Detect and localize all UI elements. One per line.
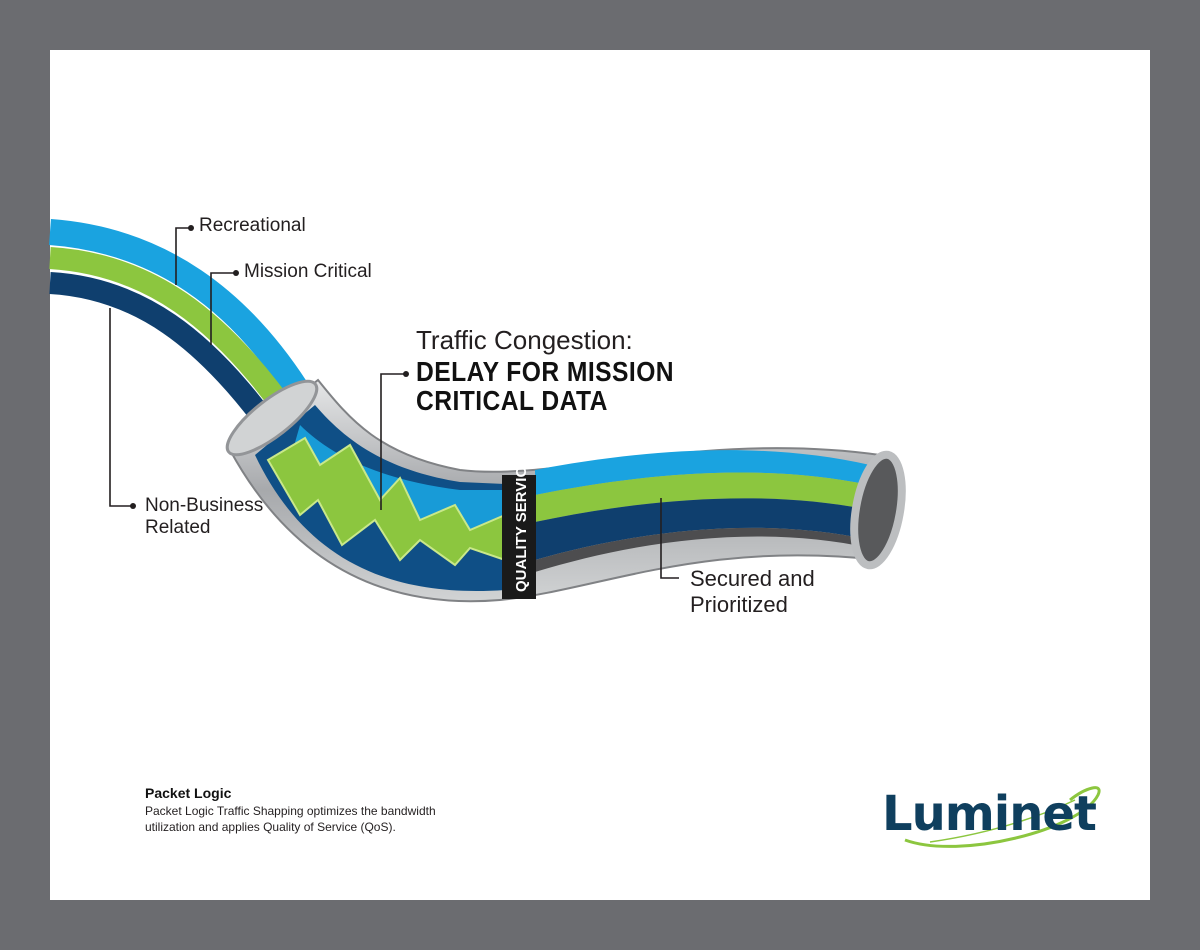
luminet-logo: Luminet xyxy=(882,786,1097,842)
info-description: Packet Logic Traffic Shapping optimizes … xyxy=(145,804,436,834)
non-business-leader xyxy=(109,308,132,507)
label-non-business: Non-Business Related xyxy=(145,495,264,538)
quality-service-band: QUALITY SERVICE xyxy=(502,457,536,599)
ordered-shadow xyxy=(535,527,870,572)
label-recreational: Recreational xyxy=(199,215,306,236)
recreational-leader xyxy=(175,227,190,285)
label-secured: Secured and Prioritized xyxy=(690,566,815,617)
ordered-blue xyxy=(535,450,870,495)
incoming-cables xyxy=(49,219,311,432)
info-title: Packet Logic xyxy=(145,785,232,801)
congestion-headline: DELAY FOR MISSION CRITICAL DATA xyxy=(416,356,675,416)
callout-lines xyxy=(109,227,679,579)
label-mission-critical: Mission Critical xyxy=(244,261,372,282)
secured-leader xyxy=(660,498,679,579)
quality-service-text: QUALITY SERVICE xyxy=(513,457,530,592)
pipe-right-opening xyxy=(850,450,906,570)
logo-swoosh xyxy=(904,786,1101,848)
mission-critical-strand xyxy=(49,247,294,417)
callout-dots xyxy=(130,225,409,509)
pipe-left-opening xyxy=(225,379,319,457)
ordered-green xyxy=(535,472,870,522)
ordered-darkblue xyxy=(535,498,870,560)
congestion-title: Traffic Congestion: xyxy=(416,325,633,355)
pipe xyxy=(225,378,906,603)
recreational-strand xyxy=(49,219,311,402)
non-business-strand xyxy=(49,272,277,432)
congestion-leader xyxy=(380,373,405,510)
mission-leader xyxy=(210,272,235,345)
